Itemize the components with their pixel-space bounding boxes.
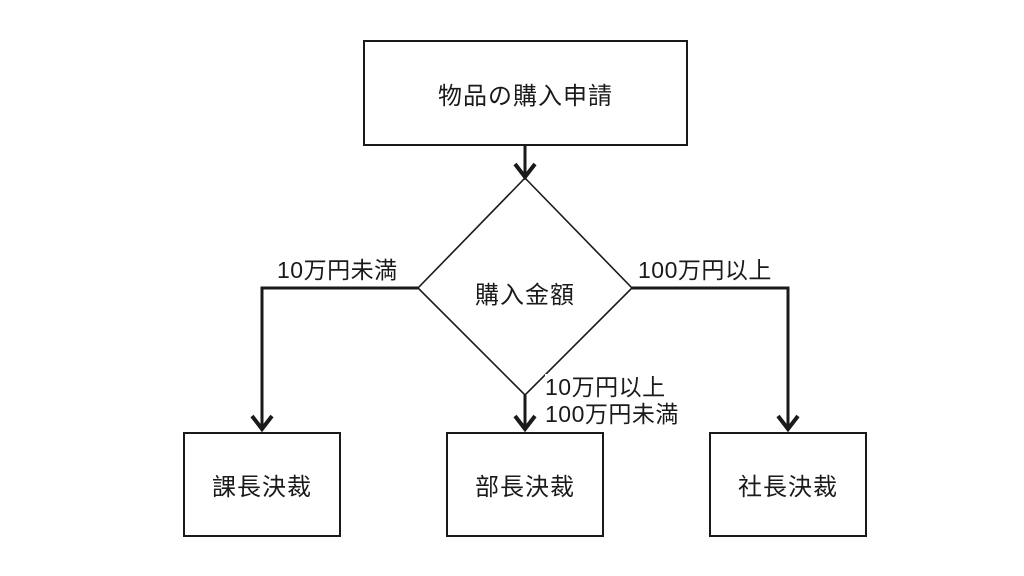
start-node-label: 物品の購入申請 xyxy=(438,82,613,110)
edge-label-under-100k: 10万円未満 xyxy=(277,251,398,285)
edge-label-100k-to-1m-line2: 100万円未満 xyxy=(545,401,679,427)
decision-node-label: 購入金額 xyxy=(475,282,575,309)
arrowhead-decision-to-mid xyxy=(513,414,537,433)
arrowhead-start-to-decision xyxy=(513,162,537,181)
edge-label-100k-to-1m-line1: 10万円以上 xyxy=(545,374,666,400)
approval-node-department-manager-label: 部長決裁 xyxy=(475,474,575,501)
approval-node-section-manager-label: 課長決裁 xyxy=(212,474,312,501)
arrowhead-decision-to-high xyxy=(776,414,800,433)
edge-label-over-1m: 100万円以上 xyxy=(638,251,772,285)
start-node: 物品の購入申請 xyxy=(363,40,688,146)
arrowhead-decision-to-low xyxy=(250,414,274,433)
approval-node-president: 社長決裁 xyxy=(709,432,867,537)
connector-decision-to-high xyxy=(632,286,790,426)
connector-decision-to-low xyxy=(260,286,418,426)
approval-node-section-manager: 課長決裁 xyxy=(183,432,341,537)
approval-node-department-manager: 部長決裁 xyxy=(446,432,604,537)
edge-label-100k-to-1m: 10万円以上 100万円未満 xyxy=(545,374,679,428)
approval-node-president-label: 社長決裁 xyxy=(738,474,838,501)
